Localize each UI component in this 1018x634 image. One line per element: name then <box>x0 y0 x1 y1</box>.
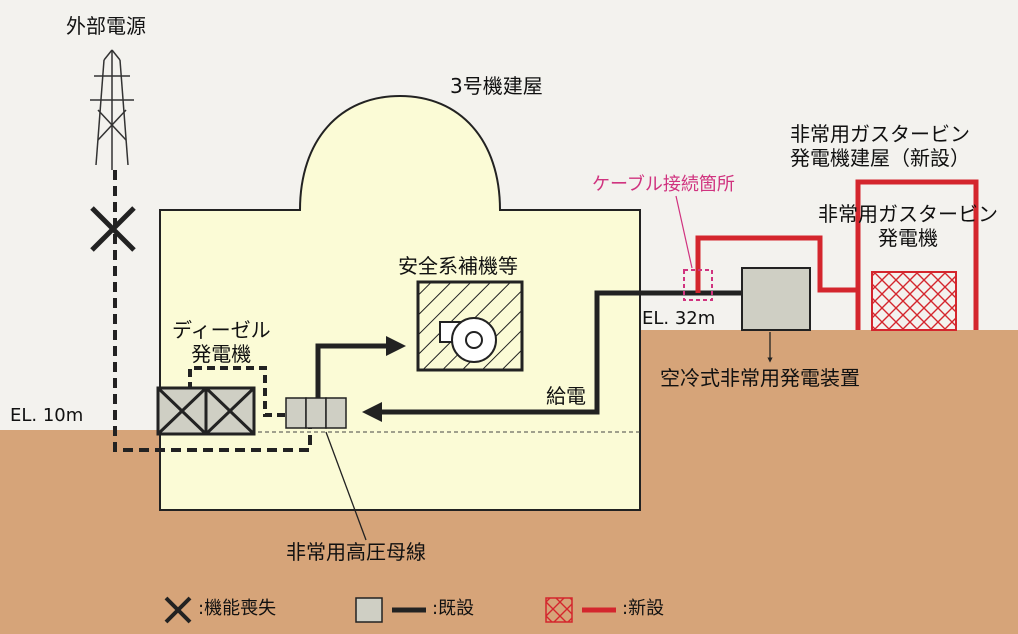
diesel-connection-line <box>188 366 285 417</box>
air-cooled-label: 空冷式非常用発電装置 <box>660 366 860 390</box>
cable-callout-line <box>675 195 693 269</box>
gas-turbine-building-label-1: 非常用ガスタービン <box>790 122 970 146</box>
air-cooled-generator <box>741 267 811 331</box>
diesel-label-1: ディーゼル <box>172 318 271 342</box>
safety-aux-equipment <box>416 280 524 372</box>
unit3-building <box>159 94 641 511</box>
gas-turbine-generator-label-2: 発電機 <box>878 226 938 250</box>
gas-turbine-generator-label: 非常用ガスタービン 発電機 <box>818 202 998 250</box>
legend-existing-label: :既設 <box>432 598 475 619</box>
gas-turbine-building-label: 非常用ガスタービン 発電機建屋（新設） <box>790 122 970 170</box>
external-power-line <box>113 170 312 452</box>
x-mark-icon <box>90 206 136 252</box>
legend-new-label: :新設 <box>622 598 665 619</box>
gas-turbine-building <box>855 179 979 330</box>
legend-new-box <box>545 597 573 623</box>
external-power-label: 外部電源 <box>66 14 146 38</box>
cable-connection-label: ケーブル接続箇所 <box>592 174 735 195</box>
legend-loss-label: :機能喪失 <box>198 598 277 619</box>
el-10-label: EL. 10m <box>10 405 84 426</box>
emergency-hv-bus <box>285 397 347 429</box>
cable-connection-point <box>683 269 713 301</box>
unit3-building-label: 3号機建屋 <box>450 74 543 98</box>
legend-existing-box <box>355 597 383 623</box>
power-supply-label: 給電 <box>546 384 586 408</box>
bus-to-aux-arrow <box>315 336 406 398</box>
gas-turbine-generator <box>871 271 957 331</box>
hv-bus-label: 非常用高圧母線 <box>286 540 426 564</box>
hv-bus-callout <box>325 431 367 541</box>
diesel-label-2: 発電機 <box>191 342 252 366</box>
gas-turbine-generator-label-1: 非常用ガスタービン <box>818 202 998 226</box>
pump-icon <box>439 317 497 363</box>
new-cable-line <box>695 235 857 293</box>
legend-x-icon <box>164 596 192 624</box>
safety-aux-label: 安全系補機等 <box>398 254 518 278</box>
el-32-label: EL. 32m <box>642 308 716 329</box>
transmission-tower-icon <box>90 49 134 170</box>
power-feed-line <box>362 290 742 422</box>
diesel-generator <box>156 386 256 436</box>
diesel-generator-label: ディーゼル 発電機 <box>172 318 271 366</box>
gas-turbine-building-label-2: 発電機建屋（新設） <box>790 146 970 170</box>
